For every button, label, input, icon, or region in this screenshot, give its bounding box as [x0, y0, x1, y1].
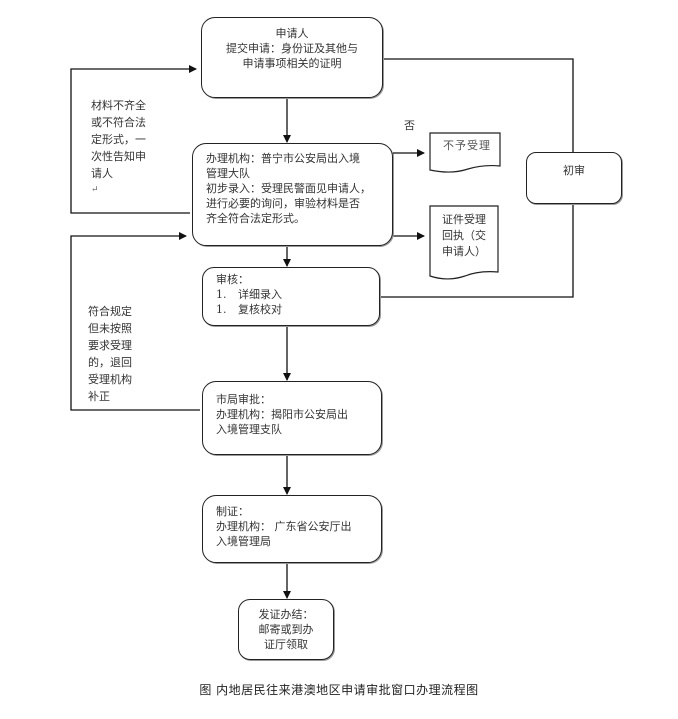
- node-completion: 发证办结： 邮寄或到办 证厅领取: [238, 599, 334, 660]
- correction-line-5: 受理机构: [88, 373, 132, 386]
- completion-line-1: 发证办结：: [258, 608, 314, 621]
- correction-line-3: 要求受理: [88, 339, 132, 352]
- incomplete-line-5: 请人: [91, 167, 113, 180]
- document-shape-receipt: [429, 205, 499, 280]
- review-item-1: 1. 详细录入: [216, 287, 379, 302]
- arrow-to-receipt: [392, 153, 425, 240]
- issuance-line-3: 入境管理局: [216, 535, 271, 548]
- incomplete-line-4: 次性告知申: [91, 150, 146, 163]
- loop-correction-to-entry: [70, 232, 200, 411]
- node-initial-review: 初审: [526, 152, 622, 204]
- receipt-line-1: 证件受理: [442, 213, 486, 226]
- issuance-line-2: 办理机构： 广东省公安厅出: [216, 520, 352, 533]
- no-branch-label: 否: [404, 119, 415, 132]
- entry-line-5: 齐全符合法定形式。: [206, 212, 305, 225]
- not-accepted-label: 不予受理: [443, 139, 491, 152]
- incomplete-line-2: 或不符合法: [91, 116, 146, 129]
- entry-line-3: 初步录入：受理民警面见申请人，: [206, 182, 371, 195]
- node-review: 审核： 1. 详细录入 1. 复核校对: [202, 267, 380, 326]
- applicant-line-3: 申请事项相关的证明: [242, 57, 342, 70]
- correction-line-1: 符合规定: [88, 305, 132, 318]
- correction-line-2: 但未按照: [88, 322, 132, 335]
- loop-incomplete-to-applicant: [70, 65, 197, 214]
- line-initial-review-to-review: [380, 204, 574, 298]
- completion-line-3: 证厅领取: [264, 638, 308, 651]
- review-item-2-num: 1.: [216, 303, 227, 316]
- review-item-1-text: 详细录入: [238, 288, 282, 301]
- note-incomplete-materials: 材料不齐全 或不符合法 定形式，一 次性告知申 请人 ↵: [91, 97, 146, 199]
- entry-line-4: 进行必要的询问，审验材料是否: [206, 197, 360, 210]
- review-title: 审核：: [216, 273, 249, 286]
- applicant-line-1: 申请人: [275, 27, 309, 40]
- node-applicant: 申请人 提交申请：身份证及其他与 申请事项相关的证明: [201, 17, 383, 98]
- entry-line-2: 管理大队: [206, 167, 250, 180]
- note-return-correction: 符合规定 但未按照 要求受理 的，退回 受理机构 补正: [88, 303, 132, 405]
- document-shape-not-accepted: [429, 132, 501, 173]
- node-initial-entry: 办理机构：普宁市公安局出入境 管理大队 初步录入：受理民警面见申请人， 进行必要…: [192, 143, 393, 246]
- review-item-2-text: 复核校对: [238, 303, 282, 316]
- correction-line-4: 的，退回: [88, 356, 132, 369]
- city-line-2: 办理机构：揭阳市公安局出: [216, 408, 348, 421]
- node-issuance: 制证： 办理机构： 广东省公安厅出 入境管理局: [202, 495, 382, 563]
- receipt-line-2: 回执（交: [442, 229, 486, 242]
- review-item-1-num: 1.: [216, 288, 227, 301]
- completion-line-2: 邮寄或到办: [258, 623, 314, 636]
- node-city-approval: 市局审批： 办理机构：揭阳市公安局出 入境管理支队: [202, 381, 382, 455]
- city-line-1: 市局审批：: [216, 393, 271, 406]
- incomplete-line-3: 定形式，一: [91, 133, 146, 146]
- applicant-line-2: 提交申请：身份证及其他与: [226, 42, 358, 55]
- figure-caption: 图 内地居民往来港澳地区申请审批窗口办理流程图: [199, 683, 479, 697]
- line-applicant-to-initial-review: [380, 58, 574, 152]
- receipt-line-3: 申请人）: [442, 245, 486, 258]
- paragraph-return-icon: ↵: [91, 185, 99, 195]
- correction-line-6: 补正: [88, 390, 110, 403]
- entry-line-1: 办理机构：普宁市公安局出入境: [206, 152, 360, 165]
- receipt-label: 证件受理 回执（交 申请人）: [442, 212, 486, 260]
- issuance-line-1: 制证：: [216, 505, 249, 518]
- initial-review-label: 初审: [563, 164, 585, 177]
- review-item-2: 1. 复核校对: [216, 302, 379, 317]
- city-line-3: 入境管理支队: [216, 423, 282, 436]
- incomplete-line-1: 材料不齐全: [91, 99, 146, 112]
